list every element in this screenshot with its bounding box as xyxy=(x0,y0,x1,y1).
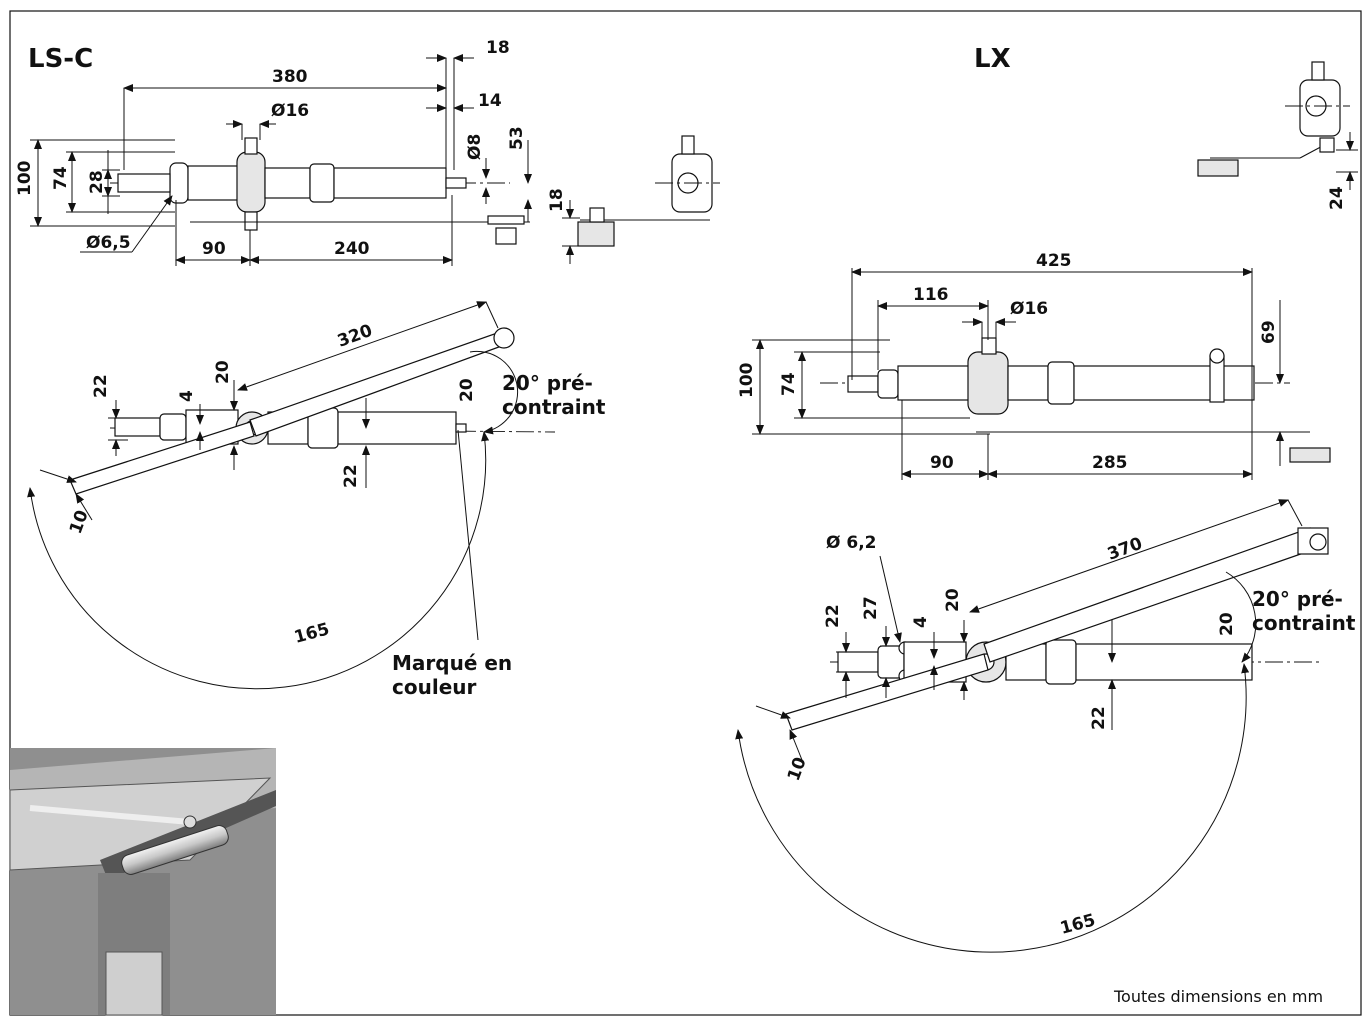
lx-pivot-length: 116 xyxy=(913,285,949,305)
drawing-frame xyxy=(9,10,1362,1016)
ls-c-preload-note: 20° pré- contraint xyxy=(502,371,606,419)
ls-c-total-height: 100 xyxy=(15,160,35,196)
ls-c-arm-offset: 20 xyxy=(213,360,233,384)
lx-rod-offset: 22 xyxy=(1089,706,1109,730)
ls-c-gap: 4 xyxy=(177,390,197,402)
lx-hole-diameter: Ø 6,2 xyxy=(826,533,877,553)
lx-swing-radius: 165 xyxy=(1058,910,1097,939)
ls-c-cap-length: 18 xyxy=(486,38,510,58)
units-note: Toutes dimensions en mm xyxy=(1113,987,1323,1006)
lx-body-offset: 22 xyxy=(823,604,843,628)
lx-angle-label: 20 xyxy=(1217,612,1237,636)
lx-pivot-diameter: Ø16 xyxy=(1010,299,1048,319)
ls-c-cap-offset: 14 xyxy=(478,91,502,111)
lx-total-height: 100 xyxy=(737,362,757,398)
ls-c-angle-label: 20 xyxy=(457,378,477,402)
ls-c-front-length: 90 xyxy=(202,239,226,259)
ls-c-base-height: 18 xyxy=(547,188,567,212)
ls-c-side-view: 380 18 14 Ø16 Ø8 53 100 74 xyxy=(15,38,720,266)
lx-preload-note: 20° pré- contraint xyxy=(1252,587,1356,635)
lx-rod-height: 69 xyxy=(1259,320,1279,344)
ls-c-title: LS-C xyxy=(28,44,93,74)
lx-end-height: 24 xyxy=(1327,186,1347,210)
lx-section: LX 24 xyxy=(735,44,1358,953)
lx-title: LX xyxy=(974,44,1011,74)
lx-gap: 4 xyxy=(911,616,931,628)
ls-c-arm-width: 10 xyxy=(66,507,93,536)
lx-arm-offset: 20 xyxy=(943,588,963,612)
ls-c-rod-diameter: Ø8 xyxy=(465,134,485,160)
lx-side-view: 425 116 Ø16 100 74 69 90 xyxy=(737,251,1331,480)
lx-front-length: 90 xyxy=(930,453,954,473)
ls-c-marking-note: Marqué en couleur xyxy=(392,651,519,699)
lx-overall-length: 425 xyxy=(1036,251,1072,271)
installation-photo xyxy=(9,748,276,1016)
lx-body-height: 74 xyxy=(779,372,799,396)
lx-top-view: 370 Ø 6,2 22 27 4 20 22 20 20° xyxy=(735,499,1356,953)
ls-c-top-view: 320 20 22 4 22 20 20° pré- contraint 10 xyxy=(27,301,606,699)
lx-arm-width: 10 xyxy=(784,754,811,783)
lx-arm-length: 370 xyxy=(1105,534,1145,565)
ls-c-rear-length: 240 xyxy=(334,239,370,259)
ls-c-body-offset: 22 xyxy=(91,374,111,398)
ls-c-pivot-diameter: Ø16 xyxy=(271,101,309,121)
ls-c-section: LS-C xyxy=(15,38,720,699)
ls-c-hole-diameter: Ø6,5 xyxy=(86,233,131,253)
ls-c-rod-offset: 22 xyxy=(341,464,361,488)
lx-flange-offset: 27 xyxy=(861,596,881,620)
ls-c-rod-height: 53 xyxy=(507,126,527,150)
ls-c-overall-length: 380 xyxy=(272,67,308,87)
ls-c-arm-length: 320 xyxy=(335,321,375,352)
lx-end-view: 24 xyxy=(1197,61,1358,210)
ls-c-swing-radius: 165 xyxy=(292,619,331,648)
ls-c-body-height: 74 xyxy=(51,166,71,190)
ls-c-flange-height: 28 xyxy=(87,170,107,194)
lx-rear-length: 285 xyxy=(1092,453,1128,473)
